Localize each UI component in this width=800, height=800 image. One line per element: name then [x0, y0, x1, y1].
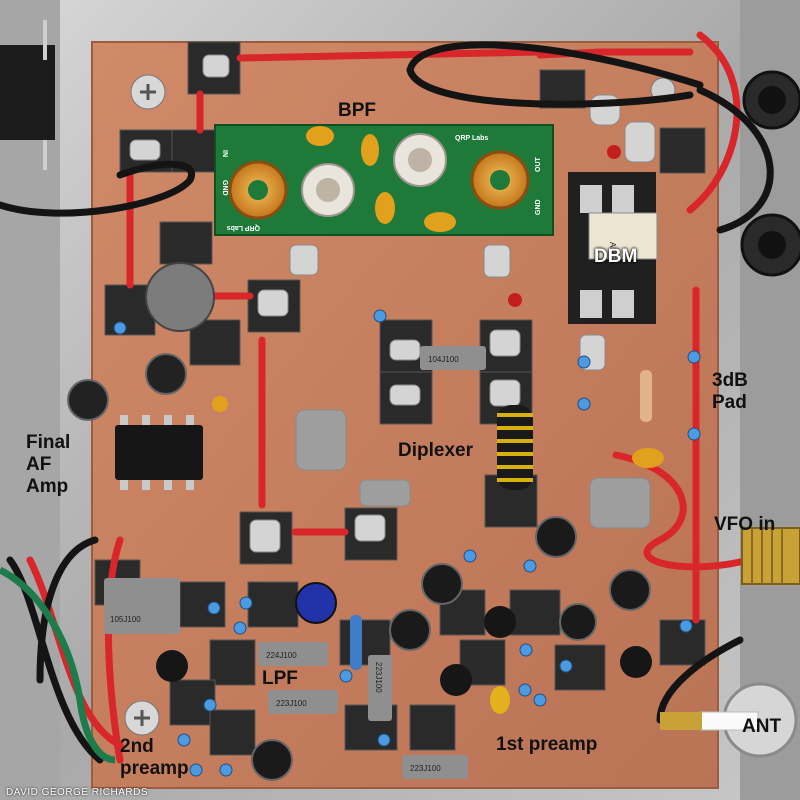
red-wires: [26, 31, 744, 764]
vfo-in-label: VFO in: [714, 514, 776, 535]
film-capacitor: 223J100: [268, 690, 338, 714]
manhattan-pads: [94, 41, 706, 756]
ic-chip: [115, 415, 203, 490]
solder-joints: [129, 54, 656, 553]
svg-text:QRP Labs: QRP Labs: [227, 224, 260, 231]
ant-label: ANT: [742, 716, 782, 737]
green-wire: [0, 566, 116, 764]
bpf-label: BPF: [338, 100, 376, 121]
ant-bnc-connector: [660, 682, 798, 758]
diplexer-label: Diplexer: [398, 440, 473, 461]
svg-text:ADE-1: ADE-1: [608, 242, 617, 266]
bpf-module: GND IN OUT GND QRP Labs QRP Labs: [214, 124, 554, 236]
3db-pad-label: 3dB Pad: [712, 370, 748, 413]
svg-text:105J100: 105J100: [110, 615, 141, 624]
svg-text:QRP Labs: QRP Labs: [455, 135, 488, 142]
svg-text:OUT: OUT: [535, 157, 542, 173]
film-capacitor: 224J100: [258, 642, 328, 666]
small-components: [113, 145, 701, 777]
svg-text:223J100: 223J100: [276, 699, 307, 708]
film-capacitor: 223J100: [368, 655, 392, 721]
dc-connector: [0, 45, 55, 140]
mounting-screw: [130, 74, 166, 110]
svg-text:223J100: 223J100: [374, 662, 383, 693]
lpf-label: LPF: [262, 668, 298, 689]
transistors: [156, 606, 652, 696]
electrolytic-capacitors: [67, 262, 651, 781]
svg-text:GND: GND: [535, 199, 542, 215]
diplexer-toroid: [497, 405, 533, 490]
film-capacitor: 104J100: [420, 346, 486, 370]
1st-preamp-label: 1st preamp: [496, 734, 598, 755]
panel-jacks: [740, 70, 800, 277]
film-capacitor: 105J100: [104, 578, 180, 634]
svg-text:GND: GND: [221, 180, 228, 196]
svg-text:104J100: 104J100: [428, 355, 459, 364]
2nd-preamp-label: 2nd preamp: [120, 736, 189, 779]
film-capacitor: 223J100: [402, 755, 468, 779]
black-wires: [0, 41, 774, 764]
svg-text:224J100: 224J100: [266, 651, 297, 660]
dbm-label: DBM: [594, 246, 638, 267]
photo-credit: DAVID GEORGE RICHARDS: [6, 787, 148, 798]
mounting-screw: [124, 700, 160, 736]
vfo-sma-connector: [741, 527, 800, 585]
dbm-mixer: ADE-1: [568, 172, 658, 324]
svg-text:223J100: 223J100: [410, 764, 441, 773]
svg-text:IN: IN: [221, 150, 228, 157]
final-af-amp-label: Final AF Amp: [26, 432, 71, 497]
